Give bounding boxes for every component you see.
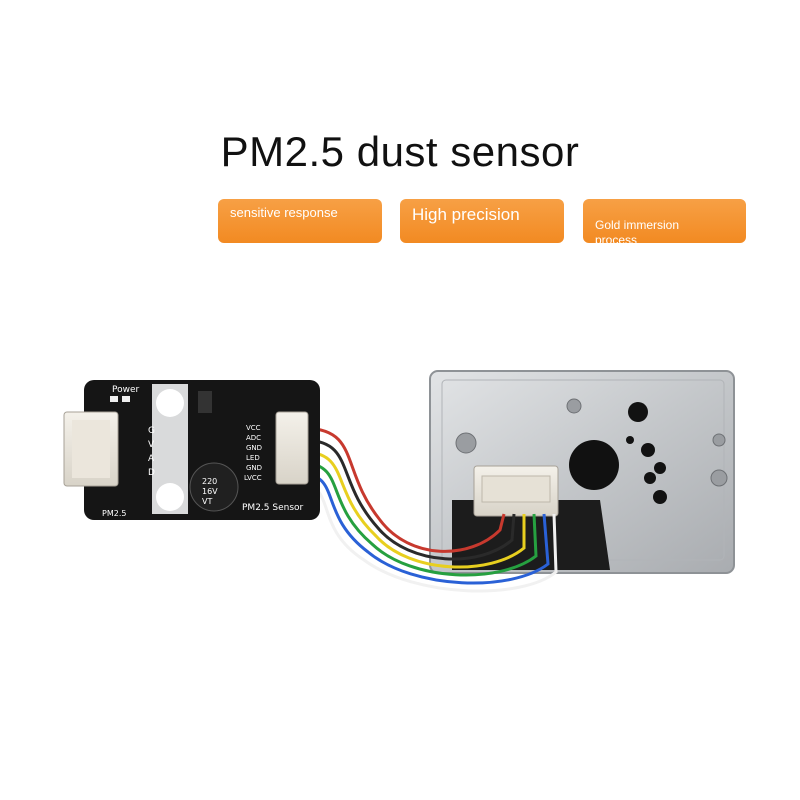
svg-text:D: D (148, 468, 155, 478)
screw-icon (566, 398, 582, 414)
ribbon-cable (305, 426, 558, 593)
capacitor-text: 220 16V VT (202, 477, 218, 506)
pcb-board: Power G V A D VCC ADC GND LED GND LVCC 2… (63, 380, 320, 520)
svg-text:LED: LED (246, 454, 260, 462)
feature-badge-sensitive: sensitive response (218, 199, 382, 243)
power-label: Power (112, 385, 140, 395)
svg-text:ADC: ADC (246, 434, 261, 442)
svg-text:LVCC: LVCC (244, 474, 262, 482)
mount-hole (156, 483, 184, 511)
feature-badge-gold: Gold immersion process (583, 199, 746, 247)
sensor-hole (628, 402, 648, 422)
svg-text:16V: 16V (202, 487, 218, 496)
svg-text:VCC: VCC (246, 424, 261, 432)
side-pin-labels: G V A D (148, 426, 155, 478)
svg-text:G: G (148, 426, 155, 436)
board-name-label: PM2.5 Sensor (242, 503, 304, 513)
svg-text:VT: VT (202, 497, 212, 506)
svg-text:V: V (148, 440, 155, 450)
pin-labels: VCC ADC GND LED GND LVCC (244, 424, 262, 482)
svg-text:220: 220 (202, 477, 217, 486)
right-connector (275, 411, 309, 485)
mount-hole (156, 389, 184, 417)
corner-label: PM2.5 (102, 509, 126, 518)
product-title: PM2.5 dust sensor (220, 128, 580, 175)
pcb-body (84, 380, 320, 520)
feature-label: Gold immersion process (595, 218, 680, 247)
feature-label: High precision (412, 205, 520, 224)
sensor-hole-large (569, 440, 619, 490)
feature-label: sensitive response (230, 205, 338, 220)
svg-text:A: A (148, 454, 155, 464)
svg-text:GND: GND (246, 464, 262, 472)
svg-text:GND: GND (246, 444, 262, 452)
feature-badge-precision: High precision (400, 199, 564, 243)
capacitor (189, 462, 239, 512)
dust-sensor-module (429, 370, 735, 574)
